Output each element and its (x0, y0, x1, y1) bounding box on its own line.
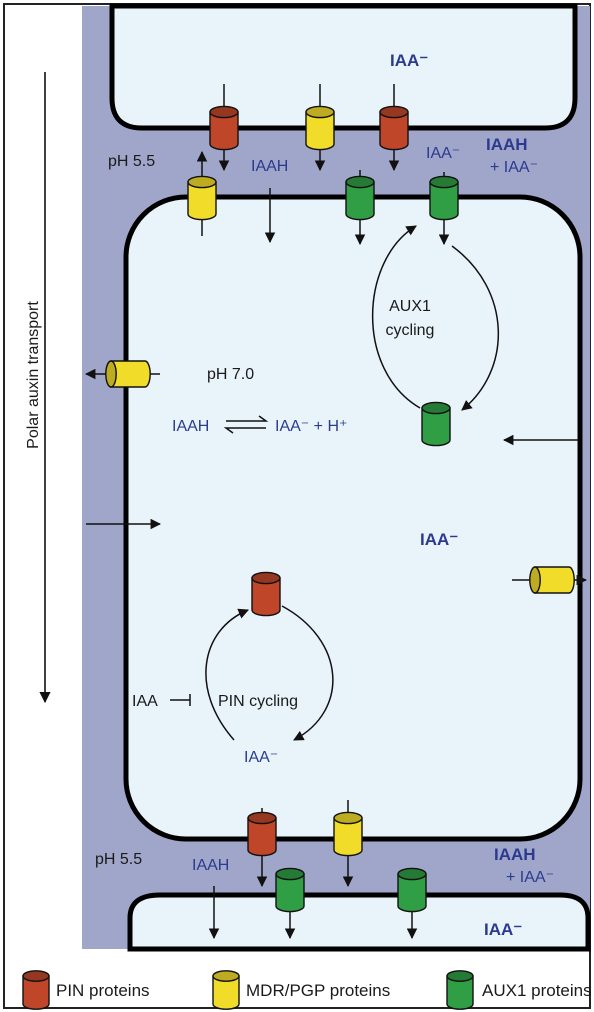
pin-protein (379, 105, 409, 151)
upper-wall-iaa-minus: IAA⁻ (426, 145, 460, 162)
legend (22, 970, 474, 1010)
aux1-cycling-arrow-down (451, 245, 500, 411)
upper-wall-right-iaa-minus: + IAA⁻ (490, 159, 538, 176)
mdr-protein (105, 360, 151, 388)
cell-ph: pH 7.0 (207, 366, 254, 383)
transporter-proteins (105, 105, 575, 913)
pin-protein (247, 811, 277, 857)
legend-aux1-label: AUX1 proteins (482, 981, 592, 1000)
pin-cycling-label: PIN cycling (218, 693, 298, 710)
center-ion: IAA⁻ (420, 530, 458, 549)
pin-protein (209, 105, 239, 151)
legend-aux1-swatch (446, 970, 474, 1010)
mdr-protein (333, 811, 363, 857)
legend-pin-swatch (22, 970, 50, 1010)
upper-wall-ph: pH 5.5 (108, 153, 155, 170)
side-label: Polar auxin transport (25, 301, 42, 449)
aux1-cycling-arrow-up (371, 225, 421, 409)
pin-protein-internal (251, 571, 281, 617)
top-cell-ion: IAA⁻ (390, 51, 428, 70)
lower-wall-ph: pH 5.5 (95, 851, 142, 868)
main-cell (123, 194, 583, 842)
lower-wall-iaah: IAAH (192, 857, 229, 874)
aux1-protein (345, 175, 375, 221)
upper-wall-right-iaah: IAAH (486, 135, 528, 154)
equilibrium-left: IAAH (172, 418, 209, 435)
cell-bottom-ion: IAA⁻ (244, 749, 278, 766)
aux1-protein (429, 175, 459, 221)
aux1-cycling-label-1: AUX1 (389, 298, 431, 315)
top-cell (109, 3, 578, 131)
mdr-protein (529, 566, 575, 594)
inhibition-symbol (170, 694, 191, 706)
aux1-protein (397, 867, 427, 913)
aux1-protein-internal (421, 401, 451, 447)
pin-cycling-arrow-up (205, 608, 249, 741)
lower-wall-right-iaah: IAAH (494, 845, 536, 864)
pin-cycling-arrow-down (281, 605, 334, 741)
equilibrium-arrows (223, 415, 269, 434)
iaa-inhibitor: IAA (132, 693, 158, 710)
aux1-cycling-label-2: cycling (386, 322, 435, 339)
legend-pin-label: PIN proteins (56, 981, 150, 1000)
aux1-protein (275, 867, 305, 913)
mdr-protein (187, 175, 217, 221)
lower-wall-right-iaa-minus: + IAA⁻ (506, 869, 554, 886)
equilibrium-right: IAA⁻ + H⁺ (275, 418, 347, 435)
legend-mdr-label: MDR/PGP proteins (246, 981, 390, 1000)
upper-wall-iaah: IAAH (251, 158, 288, 175)
bottom-cell (127, 892, 591, 952)
bottom-cell-ion: IAA⁻ (484, 920, 522, 939)
legend-mdr-swatch (212, 970, 240, 1010)
mdr-protein (305, 105, 335, 151)
